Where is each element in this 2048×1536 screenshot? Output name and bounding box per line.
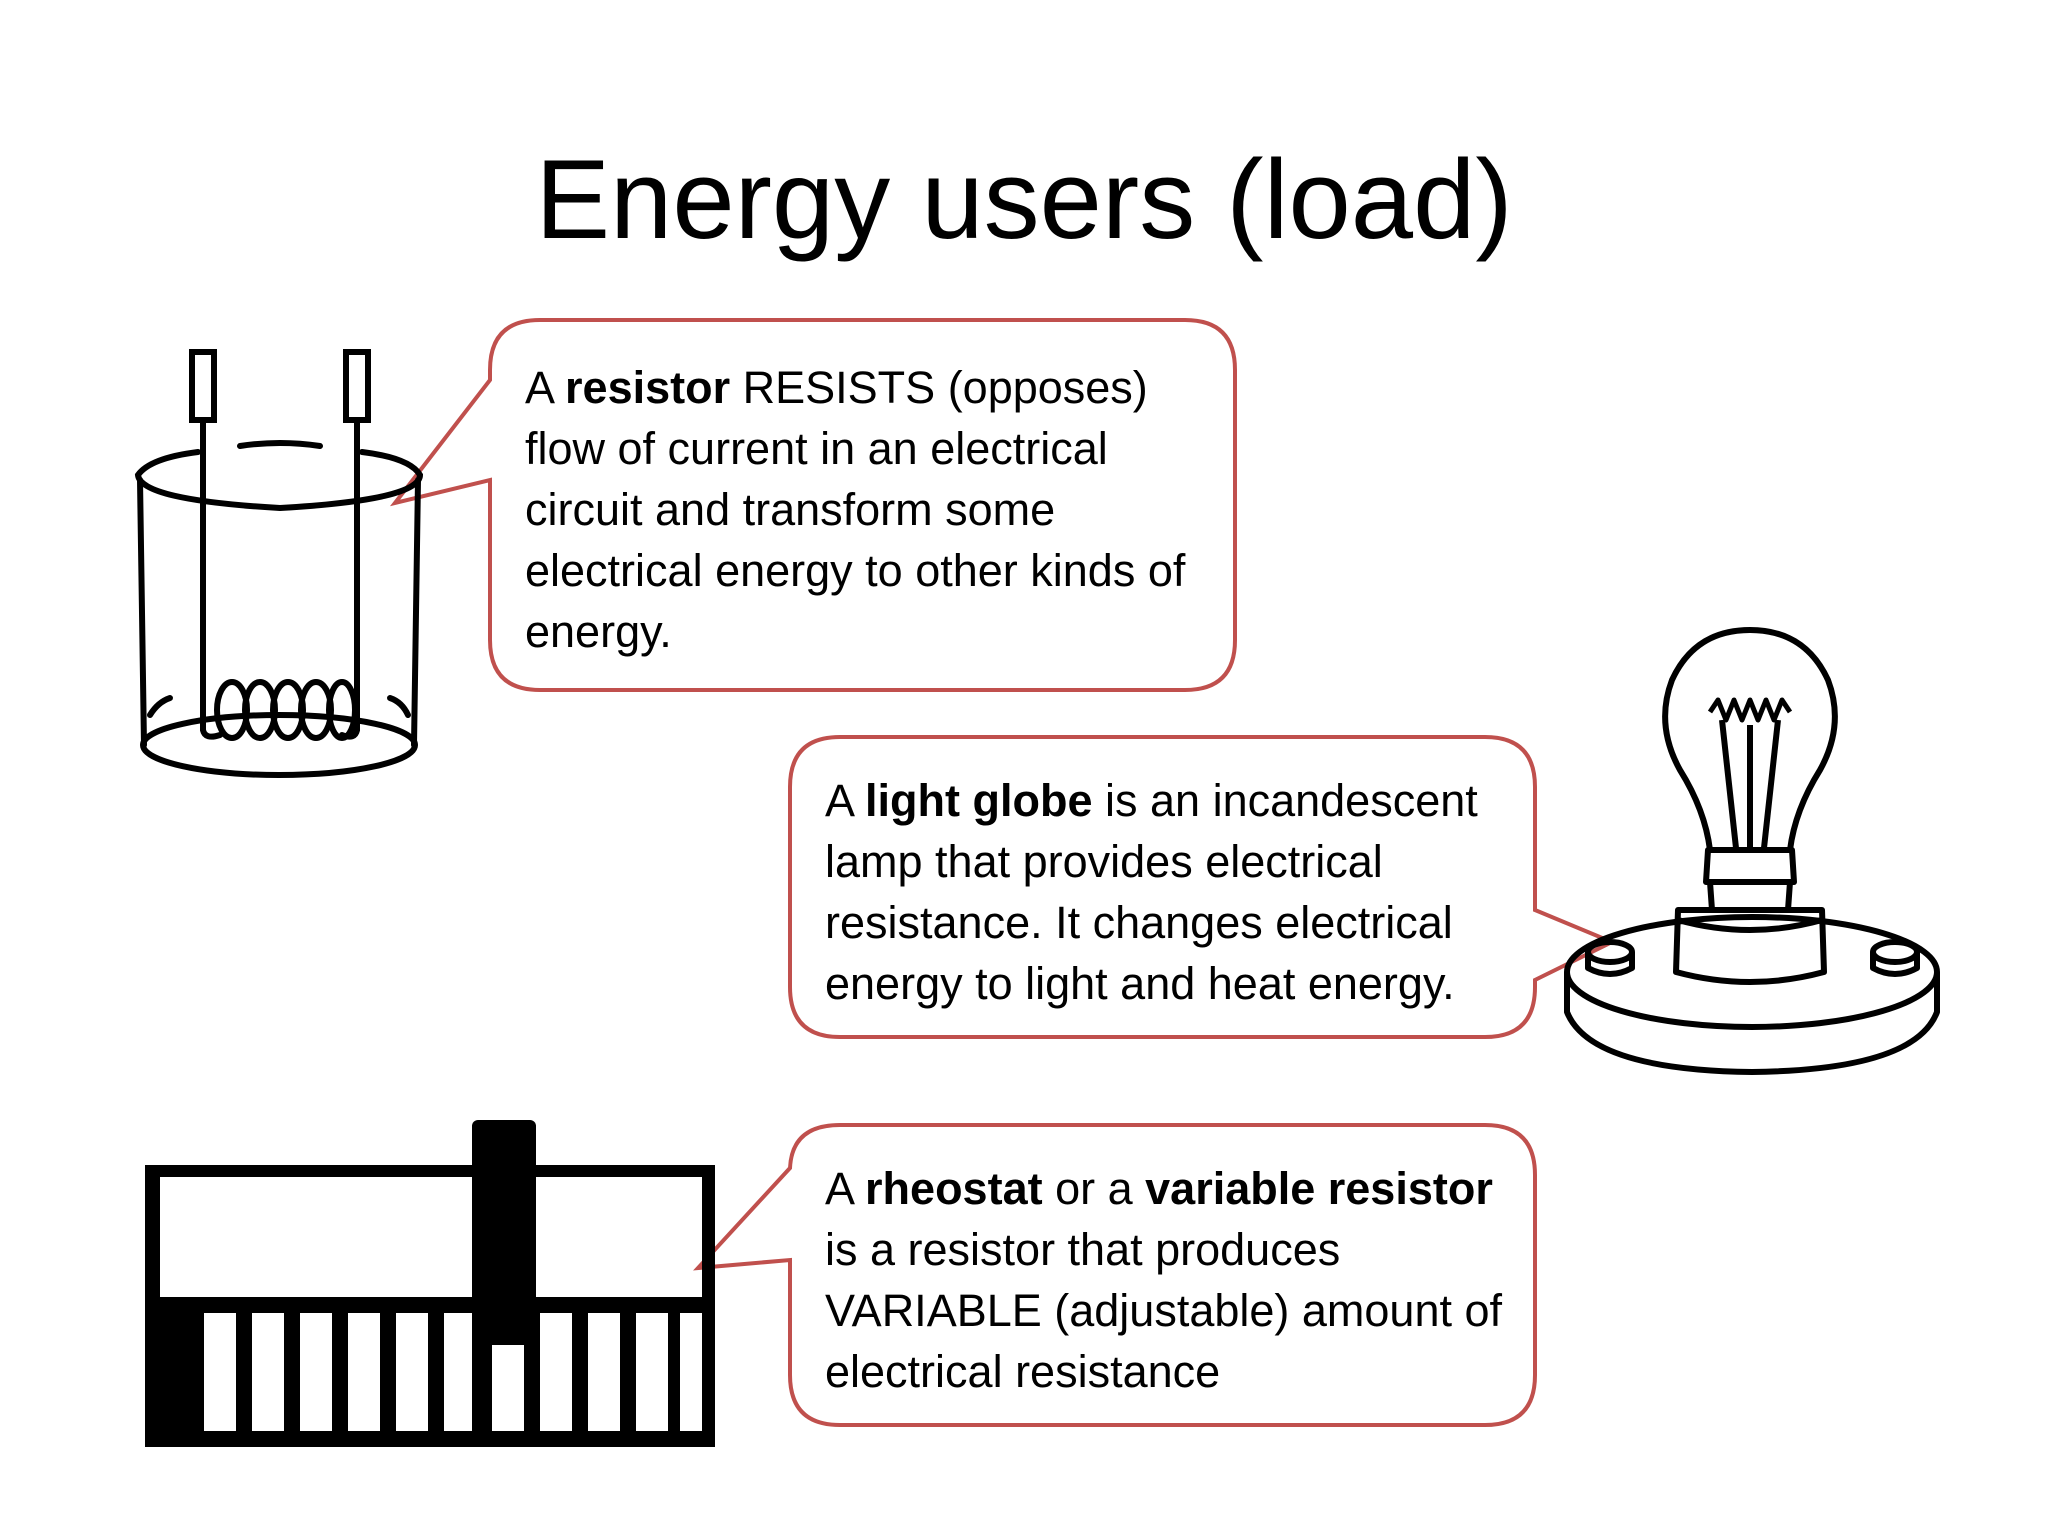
resistor-term: resistor [565,362,731,413]
resistor-beaker-icon [134,349,424,778]
light-globe-term: light globe [865,775,1093,826]
rheostat-icon [145,1120,715,1447]
rheostat-prefix: A [825,1163,866,1214]
variable-resistor-term: variable resistor [1145,1163,1493,1214]
rheostat-body: is a resistor that produces VARIABLE (ad… [825,1224,1503,1397]
resistor-callout-text: A resistor RESISTS (opposes) flow of cur… [525,357,1205,662]
light-globe-body: is an incandescent lamp that provides el… [825,775,1478,1009]
rheostat-term: rheostat [865,1163,1043,1214]
slide-title: Energy users (load) [535,137,1513,262]
light-bulb-icon [1564,627,1940,1075]
light-globe-callout-text: A light globe is an incandescent lamp th… [825,770,1515,1014]
rheostat-middle: or a [1042,1163,1146,1214]
resistor-prefix: A [525,362,566,413]
rheostat-callout-text: A rheostat or a variable resistor is a r… [825,1158,1515,1402]
resistor-body: RESISTS (opposes) flow of current in an … [525,362,1186,657]
light-globe-prefix: A [825,775,866,826]
